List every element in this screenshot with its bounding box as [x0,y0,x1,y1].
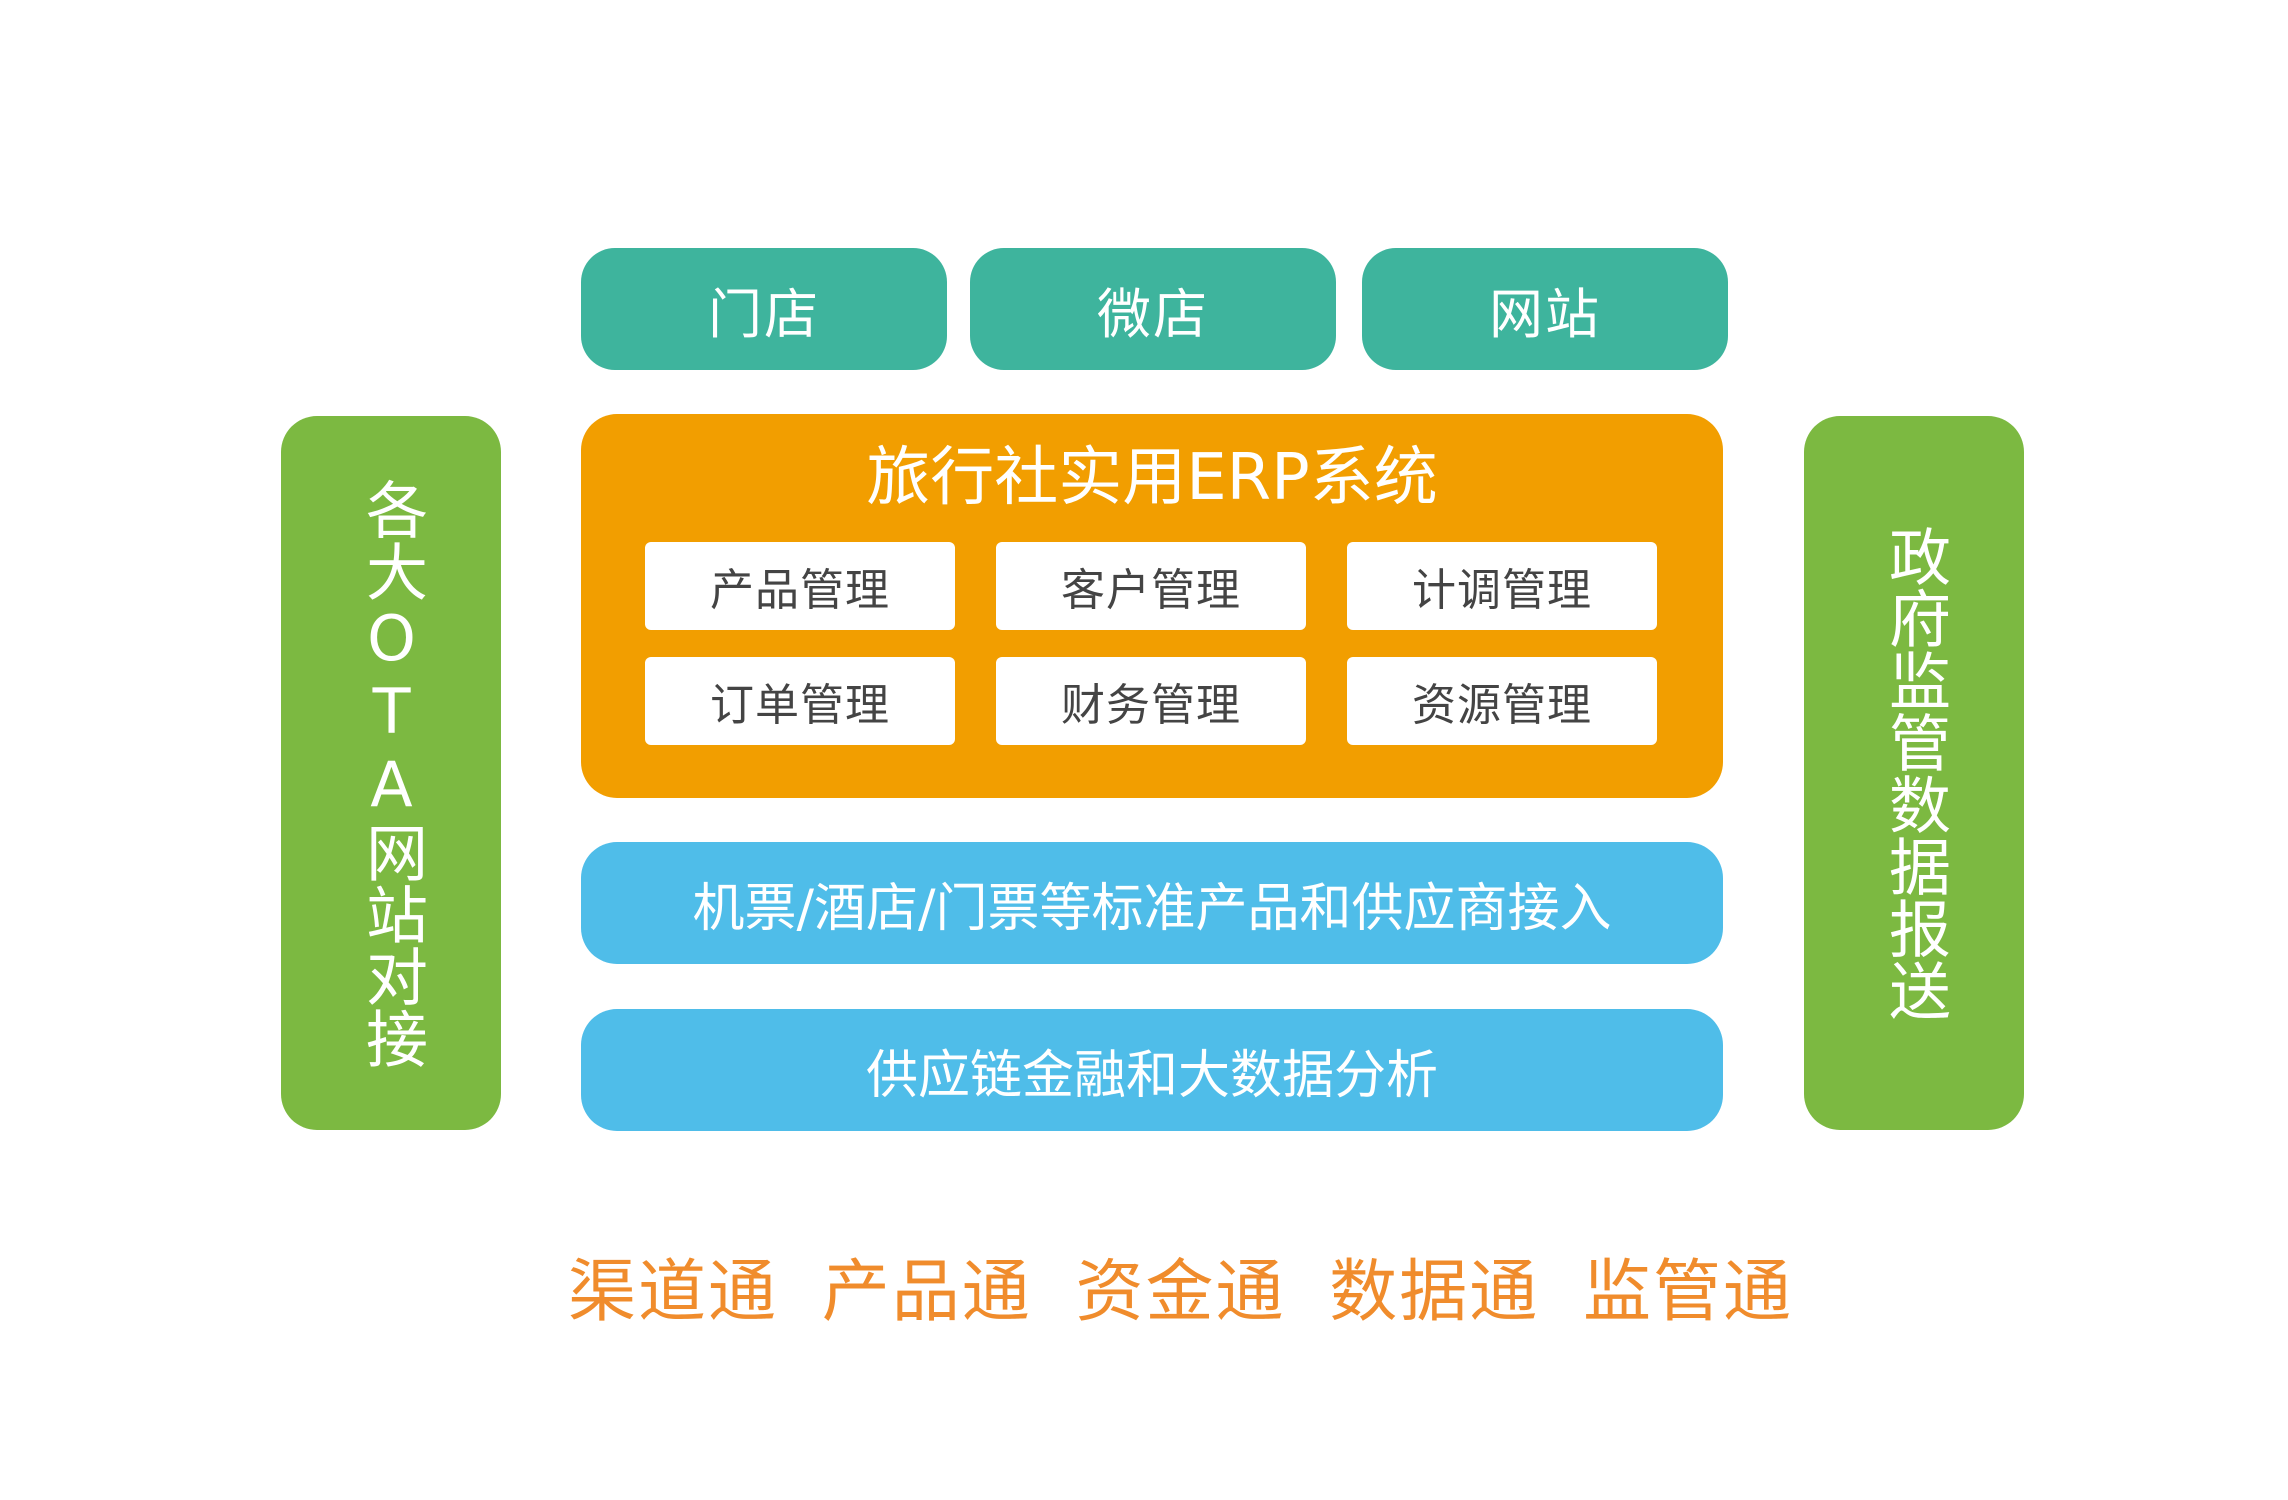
supplier-integration-layer: 机票/酒店/门票等标准产品和供应商接入 [581,842,1723,964]
slogan-channel: 渠道通 [568,1252,779,1332]
module-resource-management: 资源管理 [1347,657,1657,745]
module-operations-management: 计调管理 [1347,542,1657,630]
finance-analytics-label: 供应链金融和大数据分析 [865,1045,1438,1106]
erp-module-grid: 产品管理 客户管理 计调管理 订单管理 财务管理 资源管理 [645,542,1657,745]
slogan-row: 渠道通 产品通 资金通 数据通 监管通 [568,1240,1793,1332]
slogan-regulation: 监管通 [1582,1252,1793,1332]
slogan-data: 数据通 [1329,1252,1540,1332]
channel-wechat-store-label: 微店 [1097,282,1209,346]
channel-store: 门店 [581,248,947,370]
erp-system-title: 旅行社实用ERP系统 [866,441,1438,515]
ota-integration-pillar: 各大OTA网站对接 [281,416,501,1130]
slogan-product: 产品通 [821,1252,1032,1332]
slogan-funds: 资金通 [1075,1252,1286,1332]
module-product-management: 产品管理 [645,542,955,630]
finance-analytics-layer: 供应链金融和大数据分析 [581,1009,1723,1131]
ota-integration-label: 各大OTA网站对接 [355,477,428,1069]
channel-wechat-store: 微店 [970,248,1336,370]
channel-website-label: 网站 [1489,282,1601,346]
government-reporting-label: 政府监管数据报送 [1878,525,1951,1021]
module-finance-management: 财务管理 [996,657,1306,745]
module-customer-management: 客户管理 [996,542,1306,630]
supplier-integration-label: 机票/酒店/门票等标准产品和供应商接入 [692,878,1612,939]
erp-system-block: 旅行社实用ERP系统 产品管理 客户管理 计调管理 订单管理 财务管理 资源管理 [581,414,1723,798]
module-order-management: 订单管理 [645,657,955,745]
channel-website: 网站 [1362,248,1728,370]
channel-store-label: 门店 [708,282,820,346]
government-reporting-pillar: 政府监管数据报送 [1804,416,2024,1130]
